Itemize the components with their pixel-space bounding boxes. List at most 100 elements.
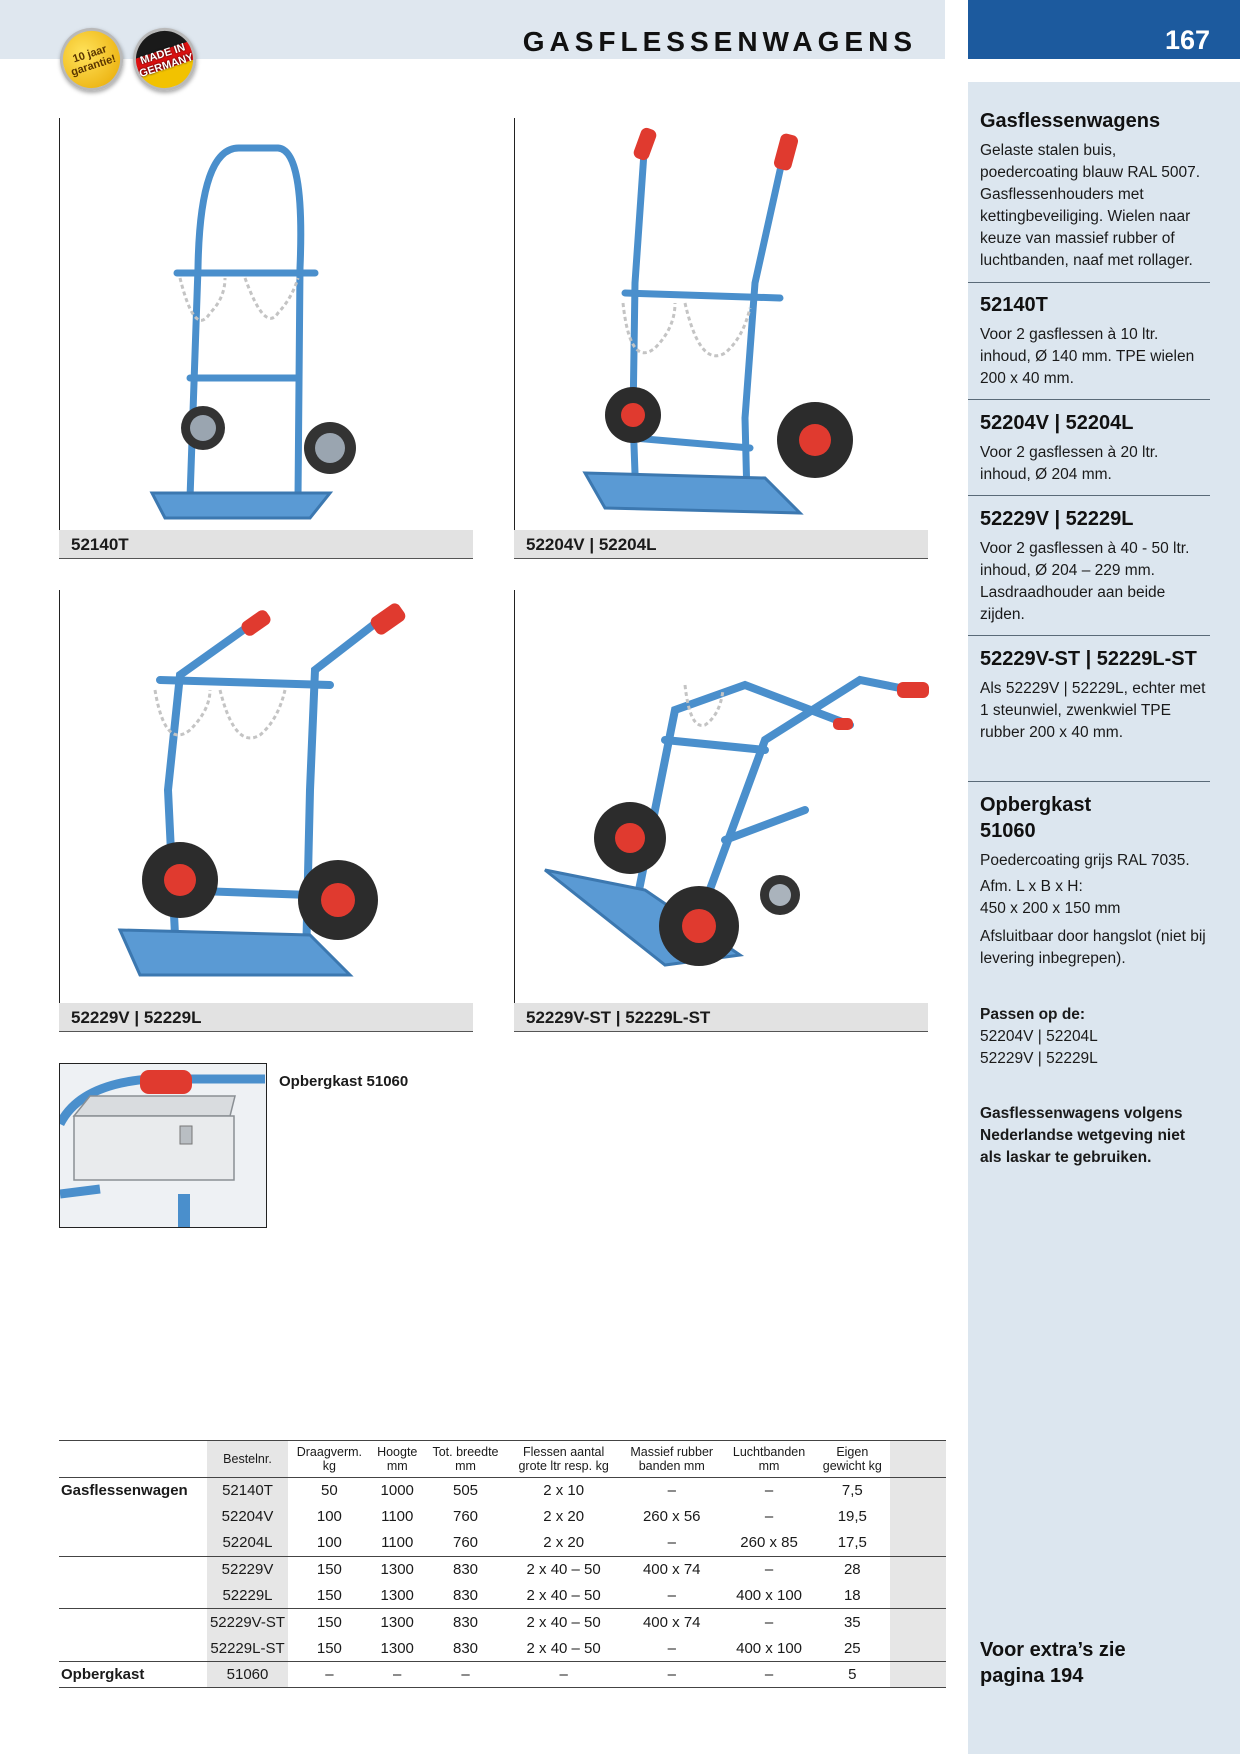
table-cell-bottles: 2 x 20 [543,1508,585,1526]
table-cell-group [59,1583,207,1609]
table-cell-order-number: 52140T [207,1477,288,1504]
hand-truck-52204-illustration [582,118,895,518]
sidebar-divider [968,635,1210,636]
table-cell-height: 1100 [381,1508,414,1526]
sidebar-item-52229-st: 52229V-ST | 52229L-ST Als 52229V | 52229… [980,646,1210,744]
table-cell-load-capacity: 150 [316,1639,342,1657]
product-image-52229-st [514,590,929,1003]
table-cell-own-weight: 17,5 [837,1534,867,1552]
page-number: 167 [1164,25,1210,55]
header-line-1: Massief rubber [630,1445,714,1459]
sidebar-item-heading: 52229V-ST | 52229L-ST [980,648,1197,670]
table-header-load-capacity: Draagverm.kg [288,1441,371,1478]
table-cell-group [59,1504,207,1530]
table-cell-blank [890,1556,946,1583]
table-cell-total-width: 505 [452,1482,479,1500]
table-cell-pneumatic-tyres: – [764,1508,774,1526]
sidebar-divider [968,282,1210,283]
table-header-order-number: Bestelnr. [207,1440,288,1478]
table-cell-solid-tyres: – [667,1482,676,1500]
table-cell-total-width: 830 [452,1587,479,1605]
table-cell-bottles: 2 x 40 – 50 [526,1561,601,1579]
header-line-1: Draagverm. [296,1445,363,1459]
table-cell-own-weight: 7,5 [841,1482,863,1500]
sidebar-intro-heading: Gasflessenwagens [980,110,1161,132]
table-cell-bottles: – [559,1666,568,1684]
header-line-2: mm [758,1459,780,1473]
sidebar-extras-line-2: pagina 194 [980,1665,1084,1687]
table-cell-solid-tyres: 400 x 74 [642,1613,701,1631]
table-cell-blank [890,1661,946,1688]
product-image-52204 [514,118,928,530]
sidebar-item-text: Voor 2 gasflessen à 40 - 50 ltr. inhoud,… [980,540,1190,623]
header-line-1: Luchtbanden [732,1445,806,1459]
sidebar-warning: Gasflessenwagens volgens Nederlandse wet… [980,1103,1210,1169]
sidebar-item-text: Als 52229V | 52229L, echter met 1 steunw… [980,680,1206,741]
table-header-blank [59,1441,207,1478]
header-line-1: Hoogte [377,1445,418,1459]
table-cell-load-capacity: 100 [316,1508,342,1526]
table-cell-solid-tyres: 400 x 74 [642,1561,701,1579]
sidebar-item-52204: 52204V | 52204L Voor 2 gasflessen à 20 l… [980,410,1210,486]
table-cell-bottles: 2 x 40 – 50 [526,1613,601,1631]
table-cell-solid-tyres: – [667,1534,676,1552]
header-line-1: Flessen aantal [522,1445,605,1459]
sidebar-box-number: 51060 [980,820,1036,842]
product-image-52229 [59,590,473,1003]
sidebar-box-text-3: Afsluitbaar door hangslot (niet bij leve… [980,928,1206,967]
table-cell-bottles: 2 x 20 [543,1534,585,1552]
table-cell-solid-tyres: 260 x 56 [642,1508,701,1526]
made-in-germany-badge-text: MADE IN GERMANY [137,40,195,80]
figure-caption: 52229V | 52229L [59,1003,473,1032]
table-cell-bottles: 2 x 10 [543,1482,585,1500]
table-cell-load-capacity: 100 [316,1534,342,1552]
table-cell-order-number: 51060 [207,1661,288,1688]
hand-truck-52229-illustration [90,590,450,1000]
sidebar-fits-label: Passen op de: [980,1006,1086,1023]
table-cell-solid-tyres: – [667,1587,676,1605]
table-cell-blank [890,1582,946,1609]
sidebar-fits-line-1: 52204V | 52204L [980,1028,1098,1045]
figure-caption: 52229V-ST | 52229L-ST [514,1003,928,1032]
hand-truck-52229-st-illustration [535,650,929,1000]
sidebar-intro: Gasflessenwagens Gelaste stalen buis, po… [980,108,1210,272]
table-cell-own-weight: 19,5 [837,1508,867,1526]
figure-caption: 52140T [59,530,473,559]
header-line-1: Bestelnr. [223,1452,272,1466]
sidebar-box-text-2a: Afm. L x B x H: [980,878,1083,895]
table-cell-height: – [393,1666,402,1684]
table-cell-load-capacity: 150 [316,1587,342,1605]
table-cell-bottles: 2 x 40 – 50 [526,1639,601,1657]
product-image-51060 [59,1063,267,1228]
storage-box-caption: Opbergkast 51060 [279,1073,409,1090]
table-cell-solid-tyres: – [667,1666,676,1684]
table-cell-pneumatic-tyres: 400 x 100 [736,1639,802,1657]
sidebar-fits-line-2: 52229V | 52229L [980,1050,1098,1067]
header-line-2: kg [322,1459,336,1473]
sidebar-item-heading: 52204V | 52204L [980,412,1134,434]
product-image-52140t [59,118,473,530]
sidebar [968,82,1240,1754]
header-line-2: gewicht kg [822,1459,882,1473]
table-cell-blank [890,1477,946,1504]
table-cell-pneumatic-tyres: – [764,1666,774,1684]
table-cell-load-capacity: 50 [321,1482,338,1500]
table-cell-order-number: 52229L [207,1582,288,1609]
table-cell-own-weight: 5 [848,1666,857,1684]
header-line-2: mm [386,1459,408,1473]
sidebar-item-text: Voor 2 gasflessen à 20 ltr. inhoud, Ø 20… [980,444,1159,483]
header-line-2: grote ltr resp. kg [518,1459,609,1473]
sidebar-item-52229: 52229V | 52229L Voor 2 gasflessen à 40 -… [980,506,1210,626]
table-cell-total-width: 830 [452,1639,479,1657]
table-cell-group [59,1556,207,1582]
